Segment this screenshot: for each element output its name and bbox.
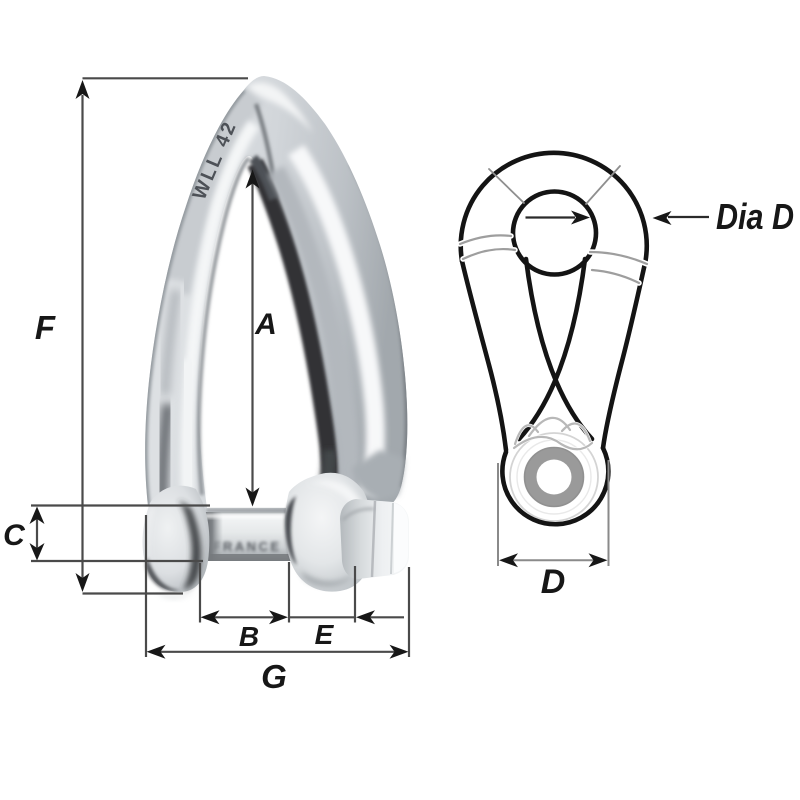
- crown-marks: [512, 416, 594, 451]
- pin-boss-rings: [509, 432, 599, 522]
- loop-outer-outline: [458, 150, 650, 264]
- arrowhead-E: [356, 610, 375, 625]
- arrowhead-F-bottom: [75, 573, 90, 592]
- arrowhead-B-right: [269, 610, 288, 625]
- arrowhead-C-bottom: [29, 543, 45, 561]
- arrowhead-C-top: [29, 506, 45, 524]
- dimension-arrows-left: [29, 80, 409, 659]
- label-F: F: [35, 309, 56, 346]
- photo-shackle: WLL 42 FRANCE: [142, 76, 409, 599]
- dimension-arrows-right: [499, 210, 672, 568]
- label-E: E: [315, 619, 335, 650]
- shackle-pin: FRANCE: [199, 509, 296, 561]
- loop-inner-outline: [510, 189, 599, 277]
- dimension-lines-right: [497, 215, 709, 566]
- arrowhead-inner-diameter: [571, 210, 590, 225]
- twist-marks: [457, 232, 650, 286]
- dimension-labels: F A C B E G Dia D D: [3, 196, 794, 695]
- arrowhead-dia-d: [652, 211, 672, 225]
- dimension-lines-left: [31, 77, 411, 657]
- label-G: G: [261, 658, 287, 695]
- legs-outline: [459, 256, 648, 453]
- label-A: A: [254, 308, 277, 341]
- arrowhead-B-left: [200, 610, 220, 625]
- label-B: B: [239, 621, 259, 652]
- arrowhead-G-right: [389, 644, 409, 659]
- shackle-bow-shading: [145, 80, 408, 508]
- label-C: C: [3, 519, 26, 552]
- pin-stamp-text: FRANCE: [212, 539, 281, 554]
- arrowhead-D-right: [588, 553, 608, 568]
- arrowhead-G-left: [146, 644, 166, 659]
- shackle-left-foot: [142, 485, 210, 599]
- line-drawing: [457, 150, 650, 527]
- arrowhead-D-left: [499, 553, 518, 568]
- arrowhead-A-bottom: [245, 487, 260, 507]
- arrowhead-F-top: [75, 80, 90, 99]
- loop-radial-marks: [488, 165, 621, 205]
- label-DiaD: Dia D: [716, 196, 794, 237]
- label-D: D: [541, 563, 566, 601]
- arrowhead-A-top: [245, 169, 260, 189]
- shackle-right-leg: [284, 450, 409, 592]
